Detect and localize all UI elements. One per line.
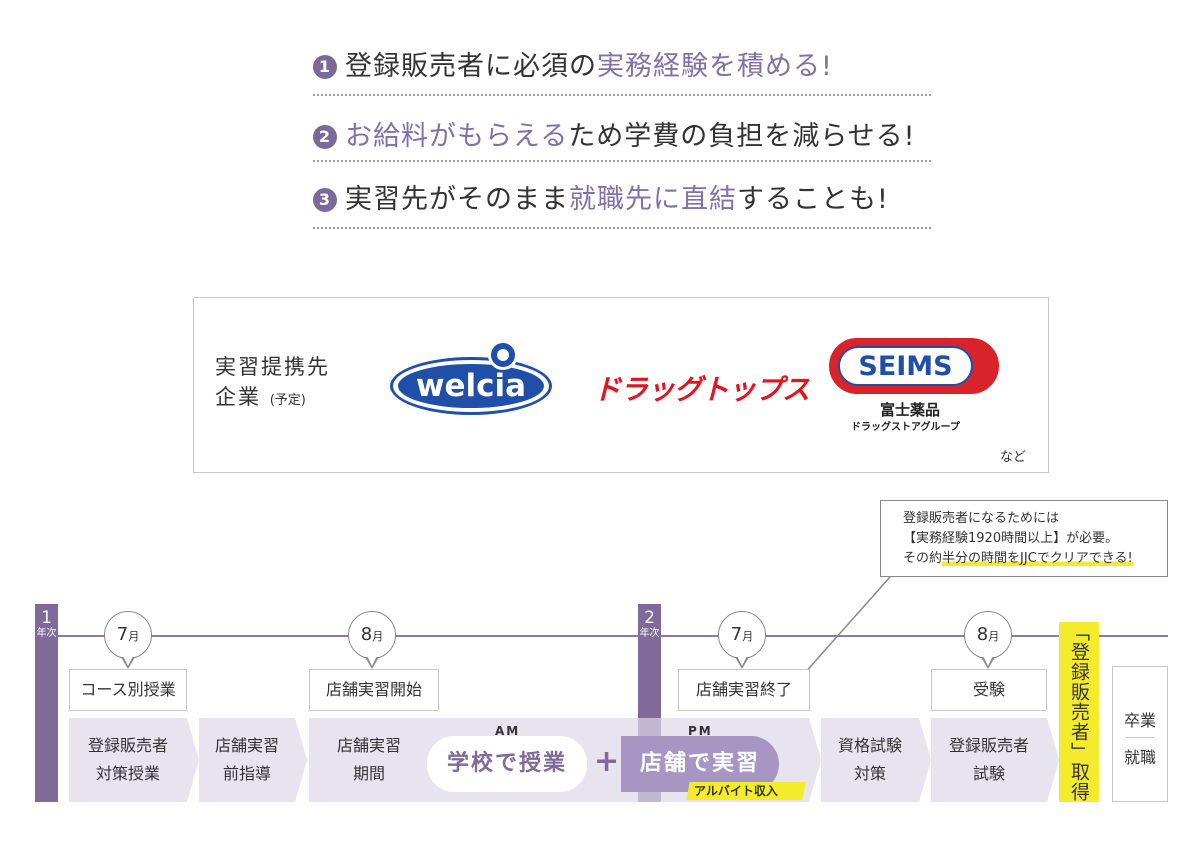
divider-2	[313, 160, 931, 162]
month-badge-aug-year1: 8月	[348, 611, 396, 659]
partner-box	[193, 297, 1049, 473]
month-badge-jul-year2: 7月	[718, 611, 766, 659]
callout-box: 登録販売者になるためには 【実務経験1920時間以上】が必要。 その約半分の時間…	[880, 500, 1168, 577]
phase-qualification-prep: 資格試験対策	[821, 718, 919, 802]
event-exam: 受験	[931, 669, 1047, 711]
graduation-employment-box: 卒業 就職	[1112, 666, 1168, 802]
partner-title: 実習提携先 企業 (予定)	[215, 355, 330, 409]
phase-arrow	[187, 718, 199, 802]
seims-subtitle: 富士薬品	[880, 401, 941, 419]
number-3-icon: 3	[313, 188, 337, 212]
school-classes-pill: 学校で授業	[427, 736, 587, 792]
phase-arrow	[295, 718, 307, 802]
pm-label: PM	[688, 724, 713, 738]
am-label: AM	[495, 724, 521, 738]
seims-group-label: ドラッグストアグループ	[851, 422, 960, 433]
phase-pre-training-guidance: 店舗実習前指導	[199, 718, 295, 802]
phase-exam-prep-classes: 登録販売者対策授業	[69, 718, 187, 802]
month-badge-aug-year2: 8月	[964, 611, 1012, 659]
event-store-training-end: 店舗実習終了	[678, 669, 810, 711]
phase-arrow	[809, 718, 821, 802]
number-1-icon: 1	[313, 55, 337, 79]
month-badge-jul-year1: 7月	[104, 611, 152, 659]
welcia-logo: welcia	[390, 357, 552, 415]
phase-registration-exam: 登録販売者試験	[931, 718, 1047, 802]
event-store-training-start: 店舗実習開始	[309, 669, 439, 711]
event-course-classes: コース別授業	[69, 669, 187, 711]
registration-acquired-badge: 「登録販売者」取得	[1059, 622, 1099, 802]
timeline-line	[40, 635, 1168, 637]
divider-1	[313, 94, 931, 96]
seims-logo: SEIMS	[829, 338, 999, 394]
welcia-dot-inner-icon	[497, 349, 509, 361]
year-1-marker: 1 年次	[35, 604, 58, 802]
phase-arrow	[1047, 718, 1059, 802]
divider-3	[313, 227, 931, 229]
etc-label: など	[1000, 450, 1027, 465]
drugtops-logo: ドラッグトップス	[593, 373, 810, 406]
welcia-dot-icon	[488, 340, 518, 370]
number-2-icon: 2	[313, 125, 337, 149]
phase-arrow	[919, 718, 931, 802]
plus-icon: +	[594, 744, 620, 779]
store-training-pill: 店舗で実習	[621, 736, 779, 792]
